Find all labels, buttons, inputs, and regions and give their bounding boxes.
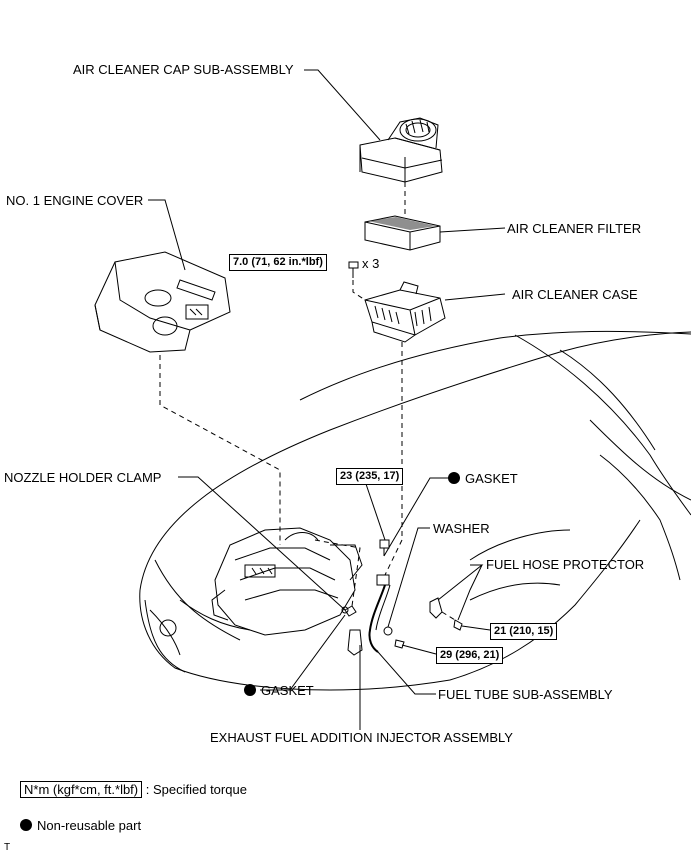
vehicle-illustration (139, 330, 691, 691)
injector-illustration (341, 605, 363, 656)
protector-illustration (383, 597, 463, 649)
nonreusable-mark-icon (20, 819, 32, 831)
air-cleaner-filter-illustration (364, 215, 441, 251)
engine-illustration (211, 527, 363, 636)
torque-box-case-bolt: 7.0 (71, 62 in.*lbf) (229, 254, 327, 271)
label-washer: WASHER (433, 521, 490, 536)
label-fuel-hose-protector: FUEL HOSE PROTECTOR (486, 557, 645, 572)
air-cleaner-cap-illustration (359, 117, 443, 183)
label-air-cleaner-cap: AIR CLEANER CAP SUB-ASSEMBLY (73, 62, 294, 77)
nonreusable-mark-icon (448, 472, 460, 484)
label-engine-cover: NO. 1 ENGINE COVER (6, 193, 144, 208)
case-bolt-illustration (348, 261, 359, 278)
legend-nonreusable: Non-reusable part (20, 818, 141, 833)
alignment-lines (159, 182, 456, 621)
label-gasket-upper: GASKET (448, 471, 518, 486)
legend-torque-unit-box: N*m (kgf*cm, ft.*lbf) (20, 781, 143, 798)
torque-box-protector-bolt: 21 (210, 15) (490, 623, 558, 640)
nonreusable-mark-icon (244, 684, 256, 696)
legend-torque: N*m (kgf*cm, ft.*lbf) : Specified torque (20, 781, 247, 798)
label-air-cleaner-filter: AIR CLEANER FILTER (507, 221, 642, 236)
leader-lines (148, 69, 506, 730)
label-gasket-lower: GASKET (244, 683, 314, 698)
engine-cover-illustration (94, 251, 231, 353)
torque-box-union-upper: 23 (235, 17) (336, 468, 404, 485)
torque-box-union-lower: 29 (296, 21) (436, 647, 504, 664)
label-air-cleaner-case: AIR CLEANER CASE (512, 287, 638, 302)
label-bolt-qty: x 3 (362, 256, 380, 271)
label-fuel-tube: FUEL TUBE SUB-ASSEMBLY (438, 687, 613, 702)
corner-mark: T (4, 842, 11, 853)
legend-torque-desc: : Specified torque (145, 782, 247, 797)
air-cleaner-case-illustration (364, 281, 446, 343)
label-injector: EXHAUST FUEL ADDITION INJECTOR ASSEMBLY (210, 730, 513, 745)
label-nozzle-holder-clamp: NOZZLE HOLDER CLAMP (4, 470, 162, 485)
